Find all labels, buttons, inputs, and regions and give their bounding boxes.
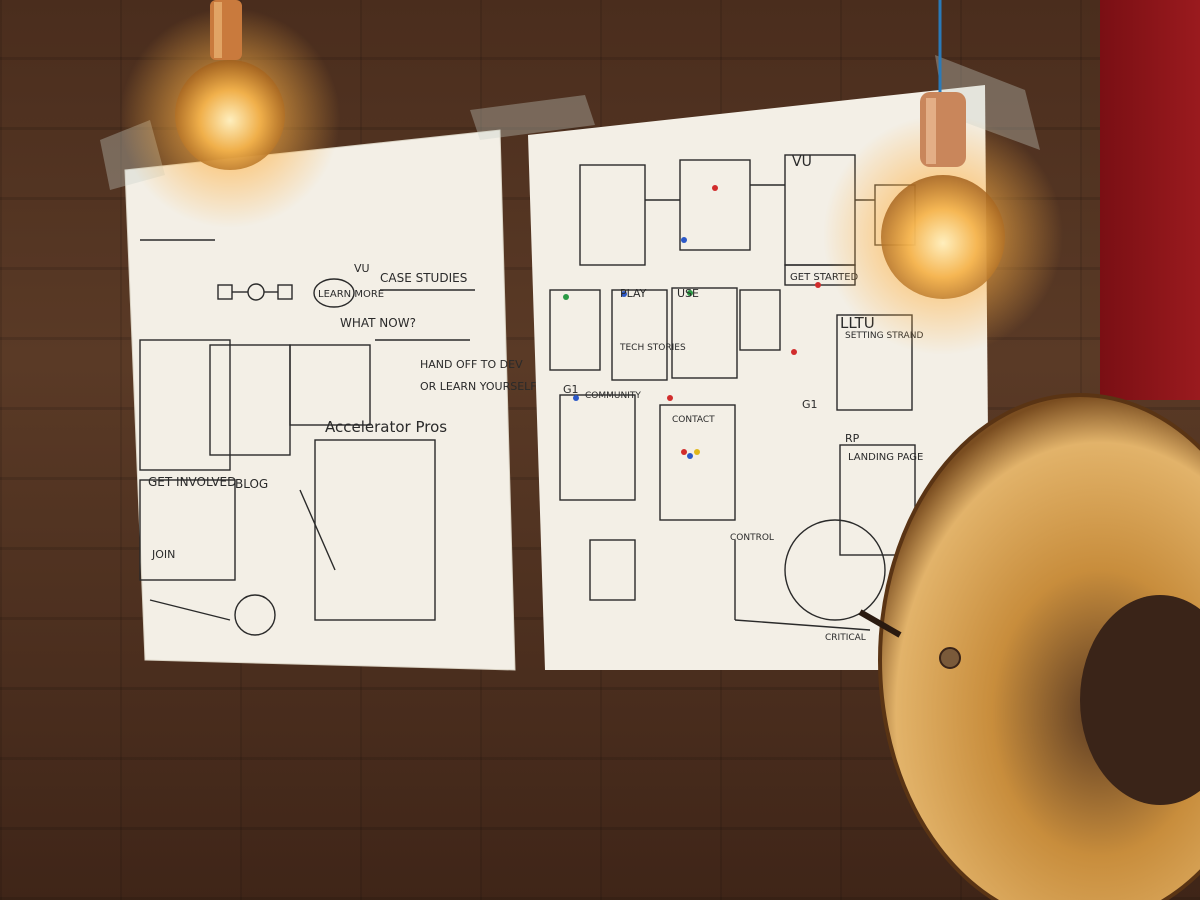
right-bulb (823, 0, 1063, 355)
brass-lamp (858, 393, 1200, 900)
label-g1: G1 (563, 383, 579, 396)
label-learn-more: LEARN MORE (318, 289, 384, 300)
red-wall-panel (1100, 0, 1200, 400)
label-get-involved: GET INVOLVED (148, 475, 236, 489)
left-poster: CASE STUDIES WHAT NOW? LEARN MORE VU Acc… (124, 129, 537, 671)
label-contact: CONTACT (672, 415, 715, 425)
label-rp: RP (845, 432, 860, 445)
label-g1b: G1 (802, 398, 818, 411)
label-vu-left: VU (354, 262, 370, 275)
label-join: JOIN (151, 548, 175, 561)
label-learn-yourself: OR LEARN YOURSELF (420, 380, 537, 393)
label-get-started: GET STARTED (790, 272, 859, 283)
label-what-now-left: WHAT NOW? (340, 316, 416, 330)
left-bulb (120, 0, 340, 228)
label-accelerator: Accelerator Pros (325, 418, 447, 436)
label-case-studies: CASE STUDIES (380, 271, 467, 285)
label-blog: BLOG (235, 477, 268, 491)
label-hand-off: HAND OFF TO DEV (420, 358, 523, 371)
label-tech: TECH STORIES (619, 343, 686, 353)
label-critical: CRITICAL (825, 633, 866, 643)
label-landing: LANDING PAGE (848, 452, 923, 463)
label-community: COMMUNITY (585, 391, 641, 401)
label-vu-right: VU (792, 154, 812, 170)
label-control: CONTROL (730, 533, 774, 543)
label-use: USE (677, 287, 699, 300)
label-play: PLAY (620, 287, 647, 300)
